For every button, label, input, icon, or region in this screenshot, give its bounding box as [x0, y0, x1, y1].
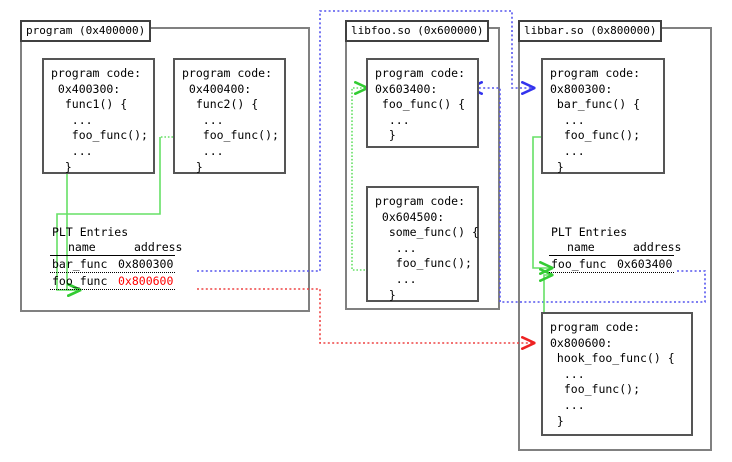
plt-header-row: name address: [50, 240, 182, 256]
codebox-bar-func: program code: 0x800300: bar_func() { ...…: [541, 58, 665, 174]
code-line: 0x400300:: [51, 81, 121, 96]
code-line-call: foo_func();: [182, 128, 279, 143]
plt-cell-address: 0x800600: [118, 274, 174, 288]
code-line: ...: [550, 143, 585, 158]
plt-cell-address: 0x603400: [617, 257, 673, 271]
code-line: bar_func() {: [550, 97, 641, 112]
code-line-call: foo_func();: [550, 128, 641, 143]
table-row[interactable]: foo_func 0x800600: [50, 273, 175, 290]
code-line: ...: [550, 366, 585, 381]
plt-col-name: name: [68, 240, 96, 254]
code-line: func1() {: [51, 97, 128, 112]
code-line: }: [182, 159, 203, 174]
code-line: program code:: [375, 194, 466, 208]
plt-title: PLT Entries: [551, 225, 628, 239]
code-line: program code:: [51, 66, 142, 80]
code-line-call: foo_func();: [375, 256, 472, 271]
codebox-hook-foo-func: program code: 0x800600: hook_foo_func() …: [541, 312, 693, 436]
code-line-entry: 0x603400:: [375, 81, 438, 96]
code-line: ...: [550, 112, 585, 127]
code-line: func2() {: [182, 97, 259, 112]
code-line: }: [550, 159, 564, 174]
code-line: ...: [550, 397, 585, 412]
code-line: }: [51, 159, 72, 174]
code-line: ...: [375, 271, 417, 286]
codebox-some-func: program code: 0x604500: some_func() { ..…: [366, 186, 479, 302]
code-line: ...: [182, 112, 224, 127]
code-line: 0x400400:: [182, 81, 252, 96]
plt-col-name: name: [567, 240, 595, 254]
plt-title: PLT Entries: [52, 225, 129, 239]
code-line: ...: [375, 240, 417, 255]
code-line-entry: 0x800600:: [550, 335, 613, 350]
code-line: program code:: [182, 66, 273, 80]
code-line: program code:: [375, 66, 466, 80]
module-program-title: program (0x400000): [20, 20, 152, 42]
plt-cell-name: foo_func: [551, 257, 607, 271]
plt-cell-name: bar_func: [52, 257, 108, 271]
plt-cell-address: 0x800300: [118, 257, 174, 271]
plt-col-address: address: [633, 240, 682, 254]
code-line: ...: [182, 143, 224, 158]
table-row[interactable]: bar_func 0x800300: [50, 256, 175, 273]
module-libbar-title: libbar.so (0x800000): [518, 20, 663, 42]
code-line: }: [375, 287, 396, 302]
table-row[interactable]: foo_func 0x603400: [549, 256, 674, 273]
plt-col-address: address: [134, 240, 183, 254]
code-line: ...: [51, 143, 93, 158]
code-line: hook_foo_func() {: [550, 351, 675, 366]
codebox-foo-func: program code: 0x603400: foo_func() { ...…: [366, 58, 479, 148]
code-line-call: foo_func();: [51, 128, 148, 143]
module-libfoo-title: libfoo.so (0x600000): [345, 20, 490, 42]
code-line: }: [550, 413, 564, 428]
codebox-func2: program code: 0x400400: func2() { ... fo…: [173, 58, 286, 174]
plt-table-program: PLT Entries name address bar_func 0x800300…: [50, 225, 182, 290]
code-line: some_func() {: [375, 225, 479, 240]
code-line-entry: 0x800300:: [550, 81, 613, 96]
code-line: program code:: [550, 66, 641, 80]
code-line: }: [375, 128, 396, 143]
code-line: foo_func() {: [375, 97, 466, 112]
plt-header-row: name address: [549, 240, 681, 256]
plt-cell-name: foo_func: [52, 274, 108, 288]
code-line: ...: [375, 112, 410, 127]
code-line: ...: [51, 112, 93, 127]
code-line: program code:: [550, 320, 641, 334]
code-line: 0x604500:: [375, 209, 445, 224]
plt-table-libbar: PLT Entries name address foo_func 0x603400: [549, 225, 681, 273]
code-line-call: foo_func();: [550, 382, 641, 397]
codebox-func1: program code: 0x400300: func1() { ... fo…: [42, 58, 155, 174]
